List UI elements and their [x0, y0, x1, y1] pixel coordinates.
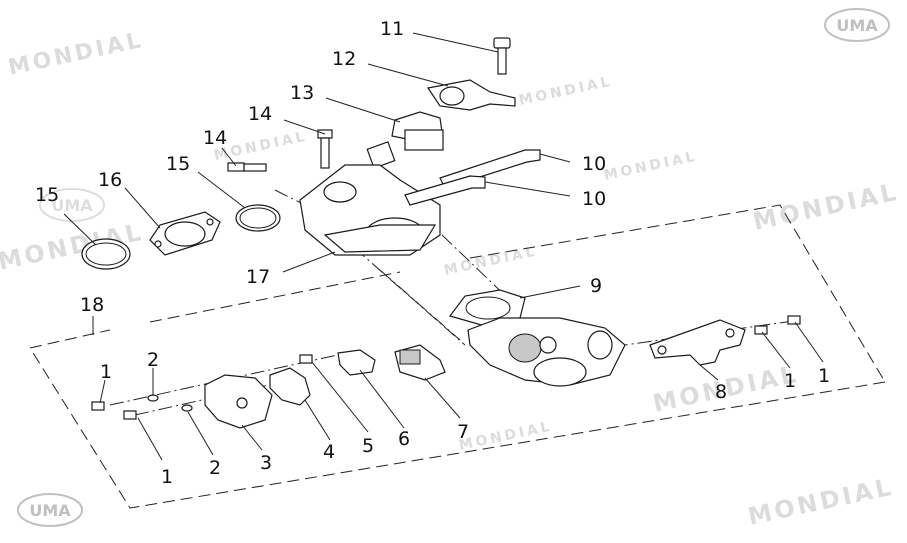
part-washer-2 [147, 394, 193, 412]
part-bolt-11 [493, 37, 511, 75]
callout-16: 16 [98, 169, 122, 191]
callout-18: 18 [80, 294, 104, 316]
part-intake-manifold-17 [299, 164, 441, 256]
watermark-mondial: MONDIAL [518, 73, 614, 108]
callout-7: 7 [457, 421, 469, 443]
part-bracket-8 [649, 319, 746, 366]
part-bolt-10 [404, 175, 486, 206]
callout-1: 1 [100, 361, 112, 383]
watermark-mondial: MONDIAL [603, 148, 699, 183]
callout-1: 1 [784, 370, 796, 392]
callout-14: 14 [203, 127, 227, 149]
callout-14: 14 [248, 103, 272, 125]
part-screw-1 [754, 315, 801, 335]
watermark-mondial: MONDIAL [745, 473, 896, 531]
part-screw-5 [299, 354, 313, 364]
callout-11: 11 [380, 18, 404, 40]
watermark-mondial: MONDIAL [750, 178, 901, 236]
assembly-boundary [29, 204, 886, 509]
part-gasket-16 [149, 211, 221, 256]
callout-10: 10 [582, 153, 606, 175]
watermark-mondial: MONDIAL [6, 28, 146, 81]
svg-text:UMA: UMA [51, 196, 93, 215]
uma-logo: UMA [824, 8, 890, 42]
part-sensor-7 [394, 344, 446, 381]
callout-17: 17 [246, 266, 270, 288]
part-o-ring-15 [235, 204, 281, 232]
part-plate-6 [337, 349, 376, 376]
svg-text:UMA: UMA [836, 16, 878, 35]
svg-text:UMA: UMA [29, 501, 71, 520]
part-throttle-body [467, 317, 626, 387]
part-cover-3 [204, 374, 273, 429]
callout-3: 3 [260, 452, 272, 474]
part-o-ring-15 [81, 238, 131, 270]
callout-15: 15 [166, 153, 190, 175]
callout-10: 10 [582, 188, 606, 210]
callout-1: 1 [161, 466, 173, 488]
callout-9: 9 [590, 275, 602, 297]
watermark-mondial: MONDIAL [458, 418, 554, 453]
uma-logo: UMA [17, 493, 83, 527]
part-fuel-injector-13 [366, 111, 444, 169]
callout-4: 4 [323, 441, 335, 463]
leader-lines [63, 32, 824, 461]
callout-8: 8 [715, 381, 727, 403]
part-fuel-connector-12 [426, 79, 516, 111]
part-bolt-14 [317, 129, 333, 169]
part-screw-1 [91, 401, 137, 420]
part-gasket-4 [269, 367, 311, 406]
callout-6: 6 [398, 428, 410, 450]
callouts: 11 12 13 14 14 15 16 15 10 10 17 9 18 1 … [35, 18, 830, 488]
callout-2: 2 [147, 349, 159, 371]
callout-1: 1 [818, 365, 830, 387]
callout-15: 15 [35, 184, 59, 206]
part-bolt-14 [227, 162, 267, 172]
callout-13: 13 [290, 82, 314, 104]
callout-2: 2 [209, 457, 221, 479]
uma-logo: UMA [39, 188, 105, 222]
callout-12: 12 [332, 48, 356, 70]
callout-5: 5 [362, 435, 374, 457]
